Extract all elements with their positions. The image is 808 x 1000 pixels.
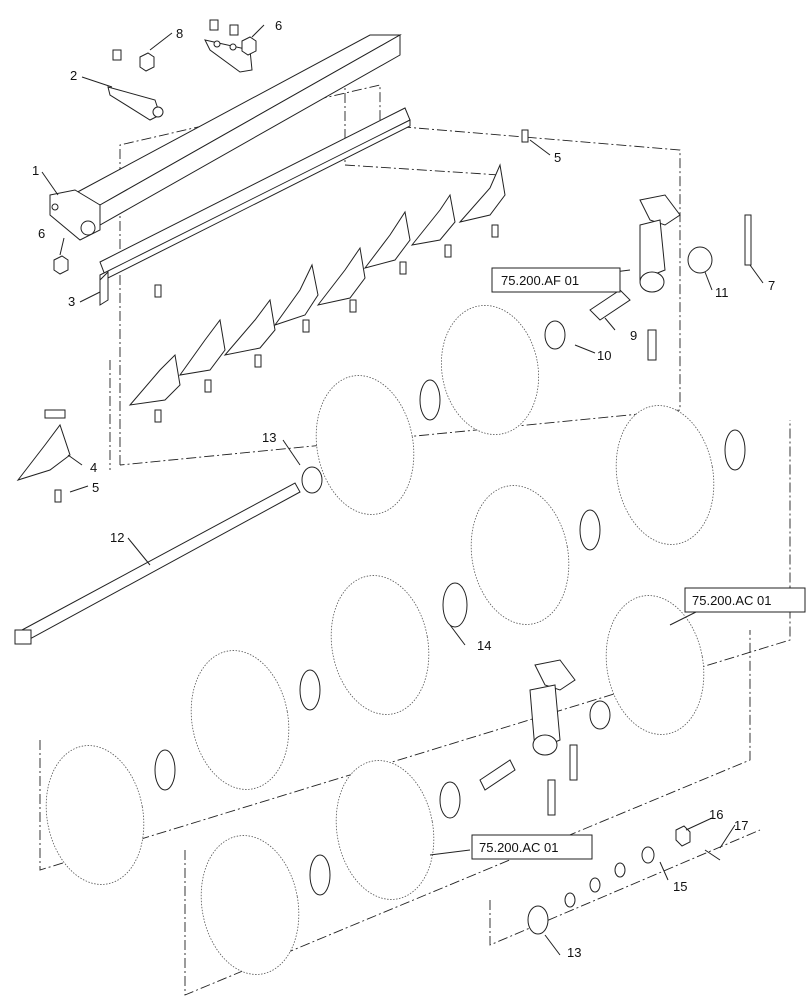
bracket-parts [107,39,253,121]
frame-assembly [49,34,411,306]
callout-11: 11 [715,285,729,300]
callout-3: 3 [68,294,75,309]
end-hardware [527,825,721,935]
scraper-blades [16,163,506,481]
callout-17: 17 [734,818,748,833]
gang-axle [14,466,323,645]
disc-blades [45,305,715,975]
small-bolts [54,129,529,503]
ref-75-200-af-01: 75.200.AF 01 [501,273,579,288]
callout-16: 16 [709,807,723,822]
bearing-hanger-upper [639,194,752,361]
callout-2: 2 [70,68,77,83]
callout-7: 7 [768,278,775,293]
callout-5a: 5 [92,480,99,495]
callout-14: 14 [477,638,491,653]
callout-13b: 13 [567,945,581,960]
callout-6b: 6 [275,18,282,33]
callout-6a: 6 [38,226,45,241]
callout-13a: 13 [262,430,276,445]
callout-labels: 1 2 3 4 5 5 6 6 7 8 9 10 11 12 13 13 14 … [32,18,775,960]
ref-75-200-ac-01-lower: 75.200.AC 01 [479,840,559,855]
callout-8: 8 [176,26,183,41]
callout-9: 9 [630,328,637,343]
spool-parts-upper [544,289,631,350]
callout-12: 12 [110,530,124,545]
spools [154,379,746,896]
reference-boxes: 75.200.AF 01 75.200.AC 01 75.200.AC 01 [471,267,806,860]
callout-1: 1 [32,163,39,178]
callout-5b: 5 [554,150,561,165]
callout-15: 15 [673,879,687,894]
bearing-hanger-lower [479,659,578,816]
callout-10: 10 [597,348,611,363]
callout-4: 4 [90,460,97,475]
nut-parts [53,19,257,275]
ref-75-200-ac-01-upper: 75.200.AC 01 [692,593,772,608]
